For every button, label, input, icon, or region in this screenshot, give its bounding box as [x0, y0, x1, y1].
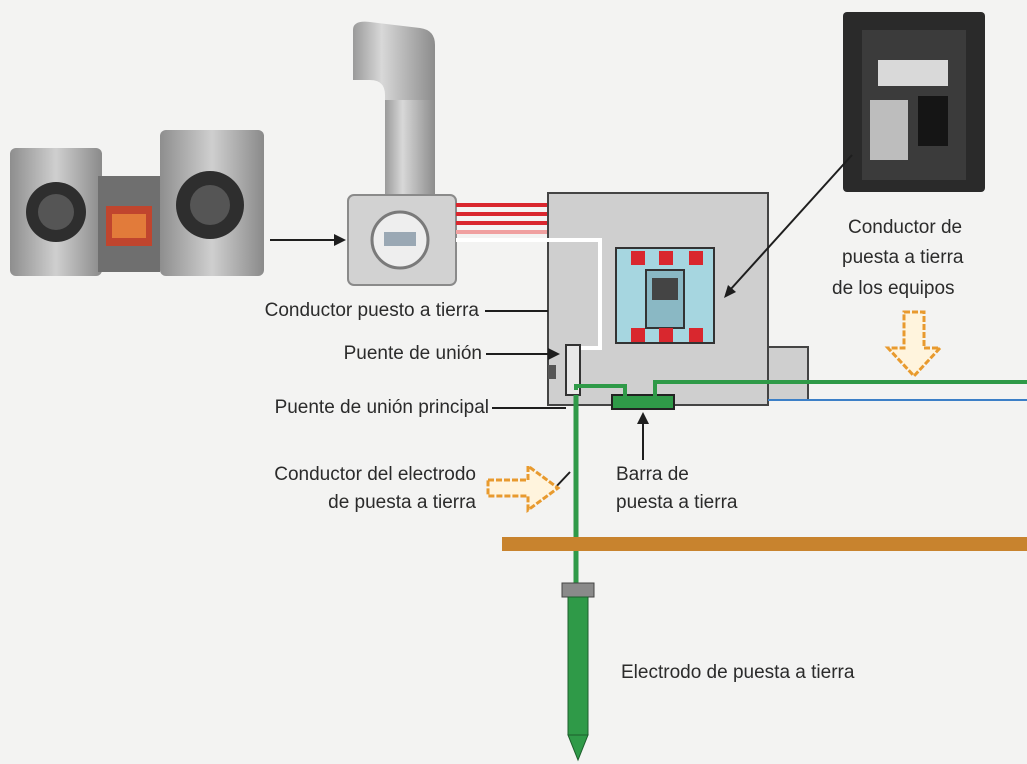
label-gec-line2: de puesta a tierra	[328, 492, 476, 513]
hollow-arrow-icon	[486, 463, 561, 513]
label-main-bonding-jumper: Puente de unión principal	[274, 397, 489, 418]
bonding-jumper-bar	[565, 344, 581, 396]
label-egc-line1: Conductor de	[848, 217, 963, 238]
label-gec-line1: Conductor del electrodo	[274, 464, 476, 485]
label-egc-line3: de los equipos	[832, 278, 955, 299]
grounded-conductor-wire	[456, 238, 602, 350]
egc-outgoing-wire	[653, 380, 1027, 402]
label-ground-bar-line1: Barra de	[616, 464, 689, 485]
panel-lug	[548, 365, 556, 379]
grounding-electrode-rod	[567, 596, 589, 762]
hollow-arrow-icon	[884, 310, 944, 379]
pointer-arrow-breaker	[729, 154, 853, 291]
label-electrode: Electrodo de puesta a tierra	[621, 662, 855, 683]
ground-bar	[611, 394, 675, 410]
label-grounded-conductor: Conductor puesto a tierra	[264, 300, 479, 321]
panel-side-box	[767, 346, 809, 401]
meter-box	[347, 194, 457, 286]
service-mast	[353, 21, 435, 200]
meter-sockets-photo	[10, 130, 264, 276]
soil-line	[502, 537, 1027, 551]
circuit-breaker-photo	[843, 12, 985, 192]
equipment-grounding-conductor-wire	[574, 384, 627, 402]
ground-clamp	[561, 582, 595, 598]
label-ground-bar-line2: puesta a tierra	[616, 492, 738, 513]
label-bonding-jumper: Puente de unión	[343, 343, 482, 364]
main-breaker	[615, 247, 715, 344]
label-egc-line2: puesta a tierra	[842, 247, 964, 268]
